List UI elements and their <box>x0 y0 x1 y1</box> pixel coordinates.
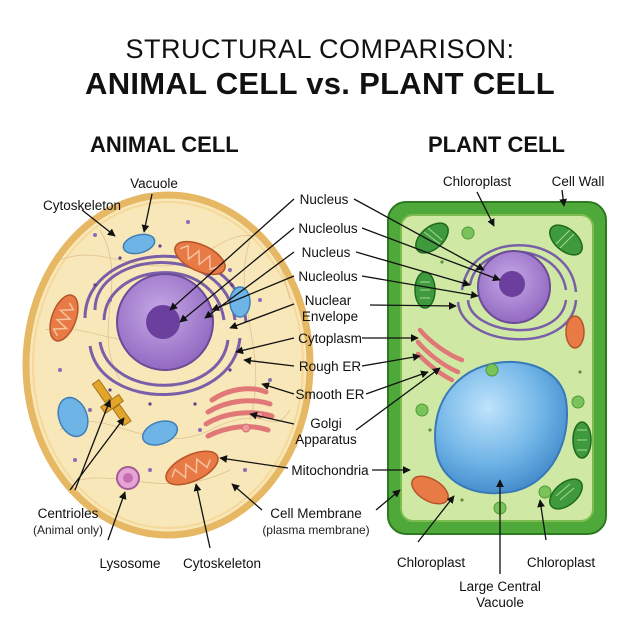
animal-mitochondrion-top <box>174 240 226 276</box>
label-nuclear-envelope-2: Envelope <box>302 309 358 324</box>
animal-nucleolus <box>146 305 180 339</box>
label-rough-er: Rough ER <box>299 359 362 374</box>
animal-vacuole-left <box>57 396 89 438</box>
animal-rough-er <box>83 254 248 396</box>
label-lysosome: Lysosome <box>99 556 160 571</box>
label-cytoplasm: Cytoplasm <box>298 331 362 346</box>
animal-labels: Vacuole Cytoskeleton Centrioles (Animal … <box>33 176 370 571</box>
label-centrioles: Centrioles <box>38 506 99 521</box>
label-nuclear-envelope-1: Nuclear <box>305 293 352 308</box>
plant-large-central-vacuole <box>434 360 568 495</box>
label-golgi-2: Apparatus <box>295 432 357 447</box>
shared-labels: Nucleus Nucleolus Nucleus Nucleolus Nucl… <box>291 192 369 478</box>
title-line-1: STRUCTURAL COMPARISON: <box>125 34 515 64</box>
animal-vacuole-bottom <box>141 420 179 446</box>
label-nucleus-2: Nucleus <box>302 245 351 260</box>
label-cell-wall: Cell Wall <box>552 174 605 189</box>
label-chloroplast-top: Chloroplast <box>443 174 512 189</box>
animal-golgi <box>203 386 275 439</box>
label-cytoskeleton-bottom: Cytoskeleton <box>183 556 261 571</box>
label-cell-membrane-note: (plasma membrane) <box>262 523 369 537</box>
label-cell-membrane: Cell Membrane <box>270 506 362 521</box>
plant-cell <box>387 201 607 535</box>
animal-vacuole-top <box>122 233 156 255</box>
title-line-2: ANIMAL CELL vs. PLANT CELL <box>85 66 555 101</box>
animal-mitochondrion-left <box>49 294 79 342</box>
plant-labels: Chloroplast Cell Wall Chloroplast Chloro… <box>397 174 605 610</box>
animal-cell <box>22 191 314 539</box>
label-chloroplast-bottom-left: Chloroplast <box>397 555 466 570</box>
label-large-central-vacuole-2: Vacuole <box>476 595 524 610</box>
animal-rough-er-ribosomes <box>93 244 234 406</box>
animal-cell-heading: ANIMAL CELL <box>90 132 239 157</box>
plant-nucleolus <box>499 271 525 297</box>
label-smooth-er: Smooth ER <box>295 387 364 402</box>
label-chloroplast-bottom-right: Chloroplast <box>527 555 596 570</box>
plant-chloroplasts <box>411 222 592 510</box>
label-vacuole: Vacuole <box>130 176 178 191</box>
plant-cell-heading: PLANT CELL <box>428 132 565 157</box>
label-mitochondria: Mitochondria <box>291 463 369 478</box>
label-nucleus-1: Nucleus <box>300 192 349 207</box>
label-cytoskeleton-top: Cytoskeleton <box>43 198 121 213</box>
label-nucleolus-1: Nucleolus <box>298 221 358 236</box>
label-golgi-1: Golgi <box>310 416 342 431</box>
label-centrioles-note: (Animal only) <box>33 523 103 537</box>
leader-lines <box>69 189 567 574</box>
animal-mitochondrion-bottom <box>165 450 219 486</box>
label-large-central-vacuole-1: Large Central <box>459 579 541 594</box>
label-nucleolus-2: Nucleolus <box>298 269 358 284</box>
